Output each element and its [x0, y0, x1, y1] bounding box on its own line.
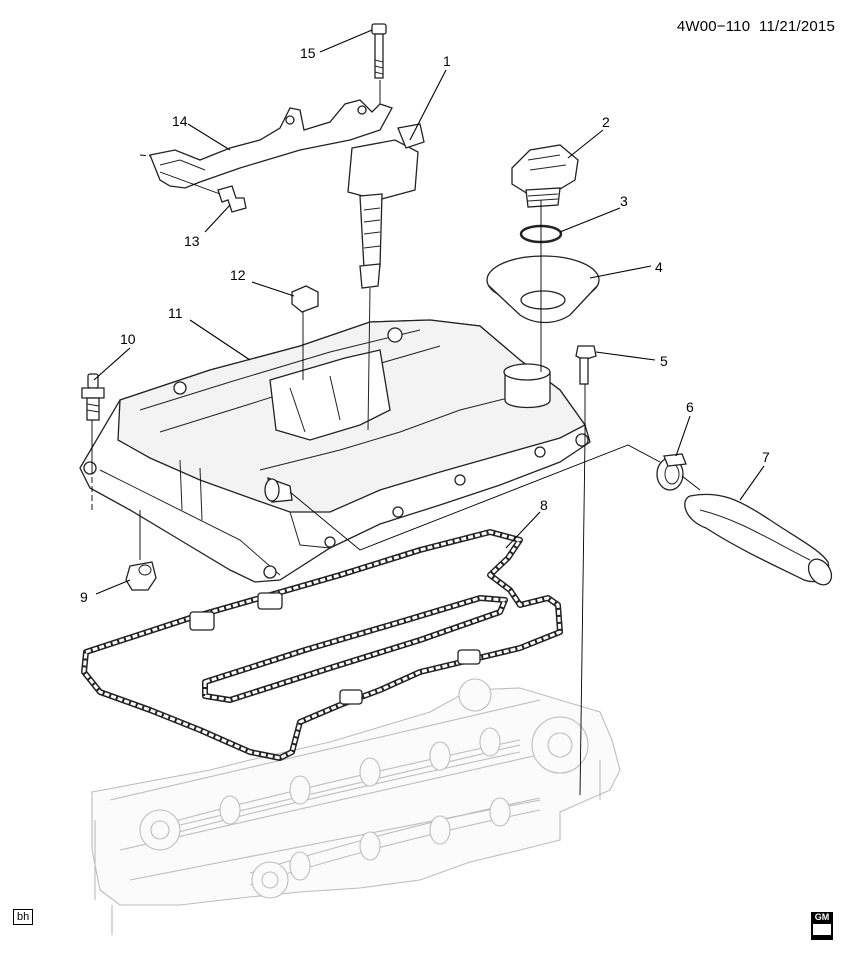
- callout-5: 5: [660, 353, 668, 369]
- callout-13: 13: [184, 233, 200, 249]
- sensor-12: [291, 285, 319, 313]
- callout-11: 11: [168, 305, 183, 321]
- callout-15: 15: [300, 45, 316, 61]
- gm-logo-subtext: [813, 924, 831, 935]
- bolt-15: [371, 23, 387, 79]
- illustrator-tag: bh: [13, 909, 34, 925]
- callout-2: 2: [602, 114, 610, 130]
- callout-14: 14: [172, 113, 188, 129]
- callout-1: 1: [443, 53, 451, 69]
- pcv-hose: [684, 493, 833, 586]
- leader-lines: [93, 29, 765, 595]
- bolt-13: [217, 185, 247, 213]
- cylinder-head-outline: [91, 678, 621, 935]
- gm-logo: GM: [811, 912, 833, 940]
- bolt-10: [81, 373, 105, 421]
- harness-bracket: [149, 99, 393, 189]
- gm-logo-text: GM: [814, 912, 830, 922]
- filler-seal: [486, 255, 600, 324]
- callout-10: 10: [120, 331, 136, 347]
- document-id: 4W00−110 11/21/2015: [677, 18, 835, 35]
- diagram-date: 11/21/2015: [759, 18, 835, 35]
- valve-cover: [79, 319, 591, 583]
- hose-clamp: [656, 453, 687, 491]
- callout-12: 12: [230, 267, 246, 283]
- callout-labels: 1 2 3 4 5 6 7 8 9 10 11 12 13 14 15: [80, 45, 770, 605]
- sensor-9: [125, 561, 157, 591]
- callout-4: 4: [655, 259, 663, 275]
- bolt-5: [575, 345, 597, 385]
- callout-6: 6: [686, 399, 694, 415]
- callout-7: 7: [762, 449, 770, 465]
- callout-8: 8: [540, 497, 548, 513]
- ignition-coil: [347, 123, 425, 431]
- valve-cover-gasket: [81, 529, 563, 761]
- callout-3: 3: [620, 193, 628, 209]
- assembly-axis-lines: [91, 80, 701, 796]
- callout-9: 9: [80, 589, 88, 605]
- oil-filler-cap: [511, 144, 579, 208]
- diagram-code: 4W00−110: [676, 18, 751, 35]
